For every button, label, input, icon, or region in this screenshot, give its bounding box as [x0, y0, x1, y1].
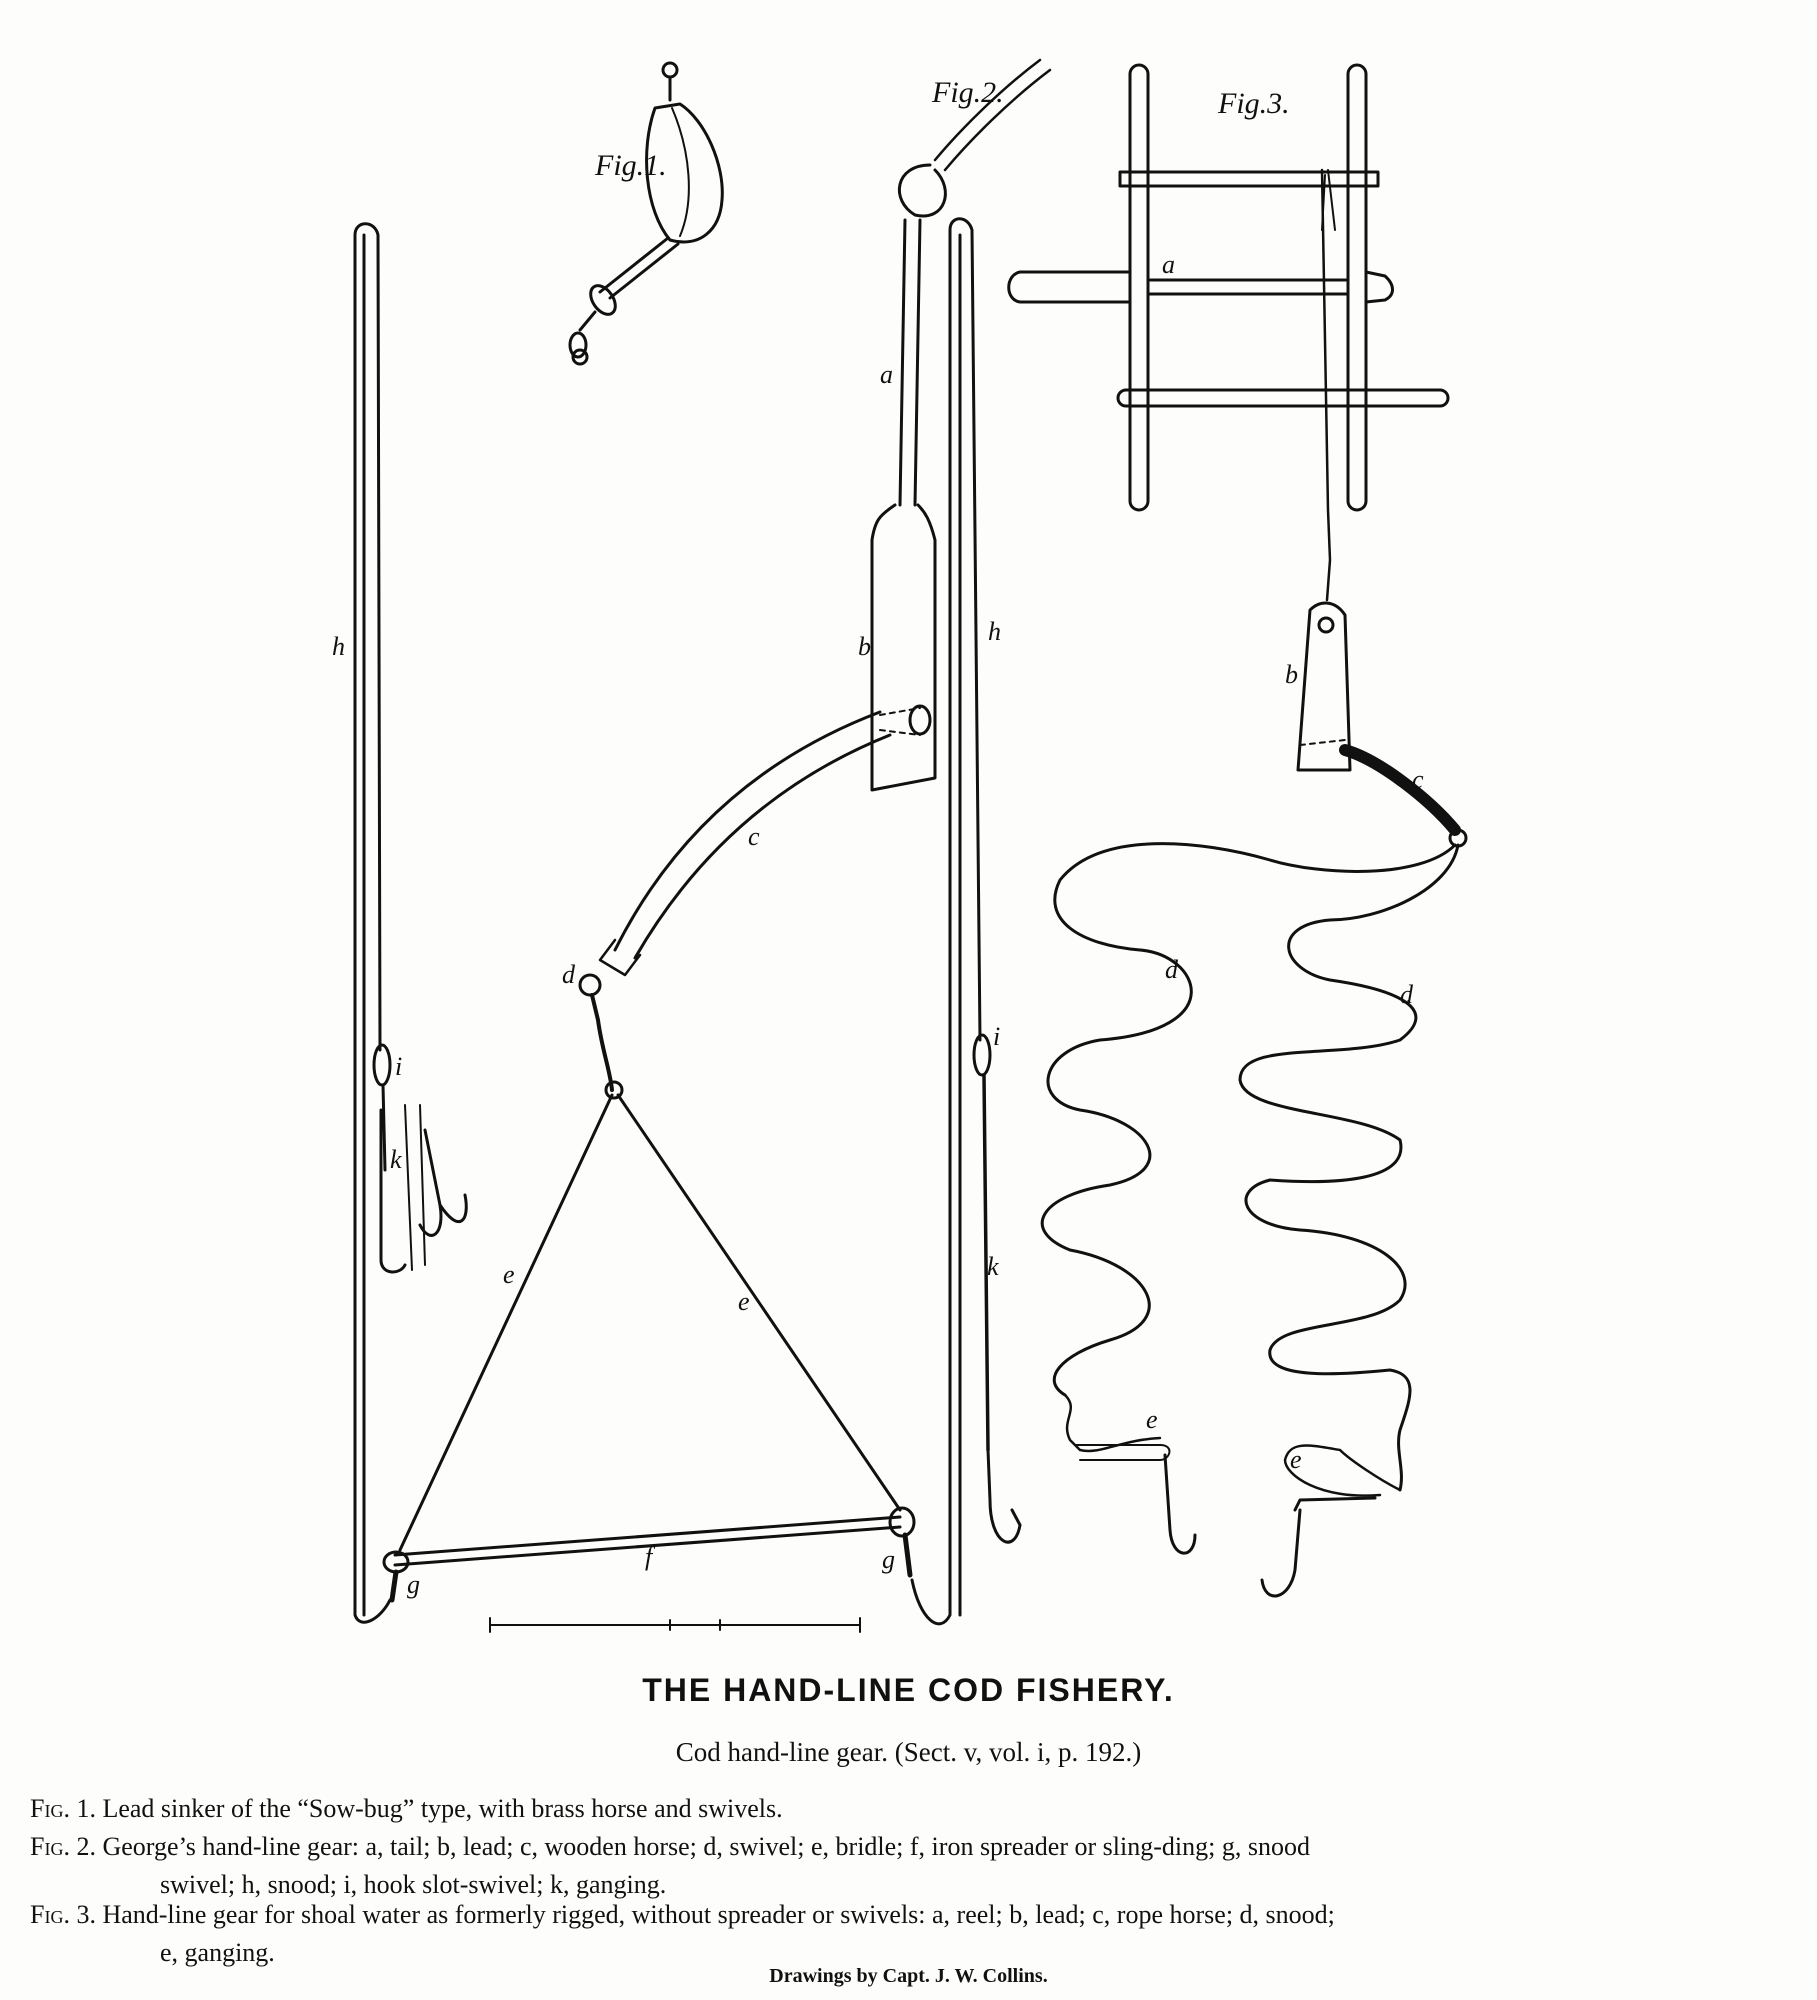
caption-fig1: Fig. 1. Lead sinker of the “Sow-bug” typ…: [30, 1790, 1795, 1828]
label-i-right: i: [993, 1022, 1000, 1051]
label-k-left: k: [390, 1145, 402, 1174]
label-d-fig2: d: [562, 960, 576, 989]
caption-fig2-text: George’s hand-line gear: a, tail; b, lea…: [102, 1832, 1310, 1861]
label-h-right: h: [988, 617, 1001, 646]
fig1-label: Fig.1.: [594, 149, 667, 182]
label-a-fig2: a: [880, 360, 893, 389]
caption-fig3-number: Fig. 3.: [30, 1900, 96, 1929]
label-k-right: k: [987, 1252, 999, 1281]
label-g-right: g: [882, 1545, 895, 1574]
fig3-gear-drawing: [1007, 63, 1468, 1598]
caption-fig3-continuation: e, ganging.: [160, 1938, 275, 1967]
caption-fig1-text: Lead sinker of the “Sow-bug” type, with …: [102, 1794, 783, 1823]
label-e-right: e: [738, 1287, 750, 1316]
fig3-label: Fig.3.: [1217, 87, 1290, 120]
plate-subtitle: Cod hand-line gear. (Sect. v, vol. i, p.…: [675, 1737, 1142, 1767]
label-i-left: i: [395, 1052, 402, 1081]
label-g-left: g: [407, 1570, 420, 1599]
label-b-fig2: b: [858, 632, 871, 661]
drawing-credit: Drawings by Capt. J. W. Collins.: [769, 1965, 1048, 1987]
plate-title: THE HAND-LINE COD FISHERY.: [642, 1672, 1175, 1708]
label-a-fig3: a: [1162, 250, 1175, 279]
label-f: f: [645, 1542, 656, 1571]
label-e-left: e: [503, 1260, 515, 1289]
label-d-fig3-left: d: [1165, 955, 1179, 984]
label-c-fig2: c: [748, 822, 760, 851]
caption-fig2-number: Fig. 2.: [30, 1832, 96, 1861]
label-h-left: h: [332, 632, 345, 661]
caption-fig1-number: Fig. 1.: [30, 1794, 96, 1823]
fig2-label: Fig.2.: [931, 76, 1004, 109]
caption-fig2: Fig. 2. George’s hand-line gear: a, tail…: [30, 1828, 1795, 1904]
label-d-fig3-right: d: [1400, 980, 1414, 1009]
fig2-gear-drawing: [353, 58, 1052, 1633]
label-e-fig3-right: e: [1290, 1445, 1302, 1474]
label-c-fig3: c: [1412, 765, 1424, 794]
caption-fig3: Fig. 3. Hand-line gear for shoal water a…: [30, 1896, 1795, 1972]
label-e-fig3-left: e: [1146, 1405, 1158, 1434]
caption-fig2-continuation: swivel; h, snood; i, hook slot-swivel; k…: [160, 1870, 667, 1899]
fig1-sinker-drawing: [568, 61, 724, 366]
label-b-fig3: b: [1285, 660, 1298, 689]
caption-fig3-text: Hand-line gear for shoal water as former…: [102, 1900, 1335, 1929]
